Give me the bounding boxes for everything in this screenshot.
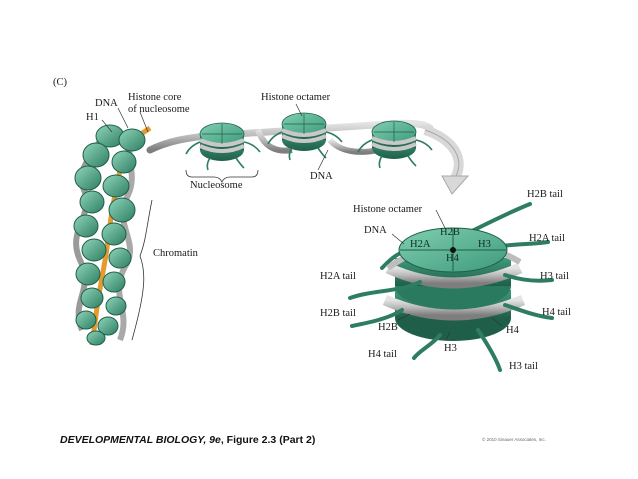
pointer-dna-mid: [317, 149, 329, 171]
chromatin-brace: [131, 199, 153, 341]
label-h4-lower: H4: [506, 325, 519, 336]
label-dna-top: DNA: [95, 98, 118, 109]
label-dna-mid: DNA: [310, 171, 333, 182]
label-of-nucleosome: of nucleosome: [128, 104, 190, 115]
pointer-h1: [101, 119, 113, 133]
label-histone-core: Histone core: [128, 92, 182, 103]
nucleosome-2: [267, 112, 343, 161]
dna-to-detail: [327, 137, 379, 155]
caption-figure: , Figure 2.3 (Part 2): [220, 434, 316, 446]
label-chromatin: Chromatin: [153, 248, 198, 259]
quadrant-h3: H3: [478, 239, 491, 250]
label-h2a-tail-left: H2A tail: [320, 271, 356, 282]
label-h1: H1: [86, 112, 99, 123]
label-nucleosome: Nucleosome: [190, 180, 243, 191]
quadrant-h4: H4: [446, 253, 459, 264]
label-h2b-tail-left: H2B tail: [320, 308, 356, 319]
zoom-arrow: [423, 125, 470, 195]
label-h4-tail-right: H4 tail: [542, 307, 571, 318]
quadrant-h2b: H2B: [440, 227, 460, 238]
nucleosome-1: [185, 122, 261, 171]
label-dna-detail: DNA: [364, 225, 387, 236]
label-histone-octamer-detail: Histone octamer: [353, 204, 423, 215]
label-h3-tail-right: H3 tail: [540, 271, 569, 282]
label-h2b-tail-top: H2B tail: [527, 189, 563, 200]
chromatin-fiber: [73, 124, 152, 346]
label-h3-lower: H3: [444, 343, 457, 354]
pointer-dna-top: [117, 107, 129, 129]
label-h4-tail-bottom: H4 tail: [368, 349, 397, 360]
label-h2b-lower: H2B: [378, 322, 398, 333]
dna-loop: [255, 128, 293, 154]
label-h3-tail-bottom: H3 tail: [509, 361, 538, 372]
quadrant-h2a: H2A: [410, 239, 431, 250]
label-histone-octamer-top: Histone octamer: [261, 92, 331, 103]
label-h2a-tail-right: H2A tail: [529, 233, 565, 244]
caption-edition: , 9e: [203, 434, 221, 446]
copyright-notice: © 2010 Sinauer Associates, Inc.: [482, 437, 546, 442]
caption-book: DEVELOPMENTAL BIOLOGY: [60, 434, 204, 446]
pointer-histone-core: [139, 111, 149, 133]
nucleosome-3: [357, 120, 433, 169]
panel-label: (C): [53, 77, 67, 88]
nucleosome-brace: [185, 169, 259, 184]
detailed-nucleosome: [348, 202, 554, 372]
figure-caption: DEVELOPMENTAL BIOLOGY, 9e, Figure 2.3 (P…: [60, 434, 315, 446]
pointer-histone-octamer: [295, 103, 303, 117]
